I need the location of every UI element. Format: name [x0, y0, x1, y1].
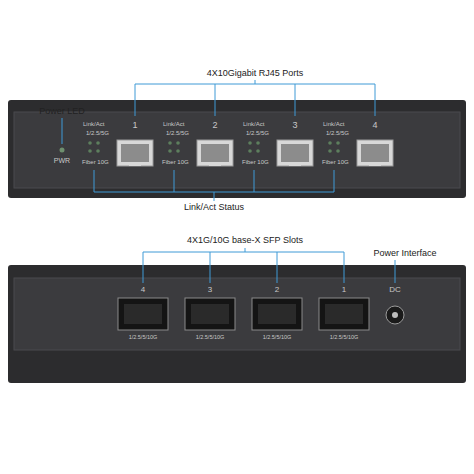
leader-lines	[62, 80, 375, 201]
slot-number: 1	[342, 286, 346, 295]
callout-text: Link/Act Status	[184, 203, 244, 213]
power-led	[60, 148, 65, 153]
panel-marking: 1/2.5/5G	[246, 130, 269, 137]
sfp-slots	[118, 298, 369, 330]
panel-marking: 1/2.5/5G	[86, 130, 109, 137]
dc-jack	[386, 306, 404, 324]
front-housing	[8, 100, 466, 198]
panel-marking: Link/Act	[243, 121, 264, 128]
panel-marking: Fiber 10G	[242, 159, 269, 166]
panel-marking: Link/Act	[163, 121, 184, 128]
panel-marking: Fiber 10G	[82, 159, 109, 166]
slot-number: 2	[275, 286, 279, 295]
panel-marking: Link/Act	[83, 121, 104, 128]
panel-marking: PWR	[54, 157, 70, 165]
panel-marking: 1/2.5/5/10G	[196, 334, 225, 340]
leader-lines	[143, 248, 395, 283]
panel-marking: 1/2.5/5G	[166, 130, 189, 137]
panel-marking: 1/2.5/5/10G	[330, 334, 359, 340]
panel-marking: 1/2.5/5/10G	[129, 334, 158, 340]
port-number: 4	[372, 121, 377, 131]
callout-text: Power LED	[39, 107, 85, 117]
port-number: 1	[132, 121, 137, 131]
panel-marking: Fiber 10G	[322, 159, 349, 166]
panel-marking: 1/2.5/5G	[326, 130, 349, 137]
port-number: 3	[292, 121, 297, 131]
panel-marking: DC	[389, 286, 401, 295]
port-number: 2	[212, 121, 217, 131]
callout-text: Power Interface	[373, 249, 436, 259]
callout-text: 4X10Gigabit RJ45 Ports	[207, 69, 304, 79]
slot-number: 4	[141, 286, 145, 295]
rear-face	[14, 278, 460, 350]
panel-marking: Link/Act	[323, 121, 344, 128]
rj45-ports	[88, 140, 393, 166]
slot-number: 3	[208, 286, 212, 295]
panel-marking: 1/2.5/5/10G	[263, 334, 292, 340]
front-face	[14, 112, 460, 188]
rear-housing	[8, 265, 466, 383]
panel-marking: Fiber 10G	[162, 159, 189, 166]
callout-text: 4X1G/10G base-X SFP Slots	[187, 236, 303, 246]
